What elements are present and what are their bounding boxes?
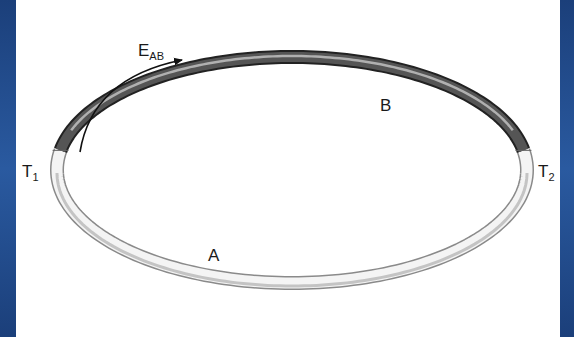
emf-label: EAB (138, 42, 164, 62)
emf-arrow (80, 60, 182, 152)
junction (53, 150, 69, 151)
wire-a-outline (57, 150, 527, 283)
wire-a-shade (57, 173, 527, 286)
thermocouple-loop (53, 56, 532, 286)
junction-label: T2 (538, 163, 555, 183)
junction-label: T1 (22, 163, 39, 183)
junction (515, 150, 531, 151)
wire-label: A (208, 247, 219, 264)
wire-b-outline (61, 57, 524, 150)
wire-b (61, 57, 524, 150)
white-panel (16, 0, 560, 337)
wire-label: B (380, 97, 391, 114)
wire-b-highlight (71, 56, 513, 130)
wire-a (57, 150, 527, 283)
